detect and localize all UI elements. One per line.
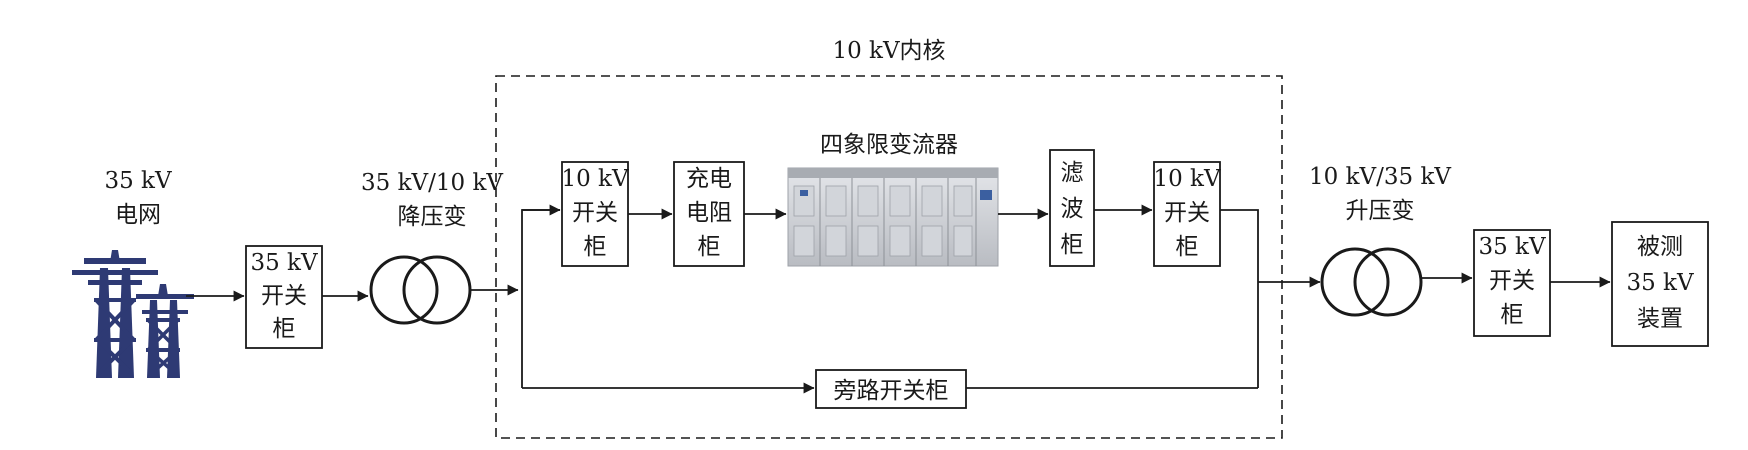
dut-line3: 装置 — [1637, 306, 1683, 332]
switch-35kv-out: 35 kV 开关 柜 — [1473, 229, 1551, 337]
dut-line2: 35 kV — [1626, 270, 1694, 296]
core-right-bus — [1220, 209, 1259, 388]
switch-35kv-in-line2: 开关 — [261, 283, 307, 309]
filter-line1: 滤 — [1061, 160, 1084, 186]
switch-10kv-in-line2: 开关 — [572, 200, 618, 226]
switch-10kv-out: 10 kV 开关 柜 — [1153, 161, 1221, 267]
core-left-bus — [521, 209, 560, 388]
stepup-label-line2: 升压变 — [1346, 198, 1415, 224]
bypass-switch-cabinet: 旁路开关柜 — [815, 369, 967, 409]
core-boundary — [495, 75, 1283, 439]
core-label: 10 kV内核 — [832, 38, 945, 64]
switch-10kv-out-line2: 开关 — [1164, 200, 1210, 226]
stepup-transformer-icon — [1320, 247, 1423, 317]
switch-10kv-in: 10 kV 开关 柜 — [561, 161, 629, 267]
switch-10kv-in-line3: 柜 — [584, 234, 607, 260]
stepdown-label-line2: 降压变 — [398, 204, 467, 230]
grid-label-line1: 35 kV — [104, 168, 172, 194]
switch-35kv-in-line3: 柜 — [273, 316, 296, 342]
bypass-label: 旁路开关柜 — [834, 378, 949, 404]
charge-resistor-line1: 充电 — [686, 166, 732, 192]
switch-35kv-out-line1: 35 kV — [1478, 234, 1546, 260]
switch-35kv-out-line3: 柜 — [1501, 302, 1524, 328]
device-under-test: 被测 35 kV 装置 — [1611, 221, 1709, 347]
stepdown-label-line1: 35 kV/10 kV — [361, 170, 503, 196]
converter-cabinet-icon — [787, 167, 999, 267]
charge-resistor-line2: 电阻 — [686, 200, 732, 226]
switch-10kv-out-line3: 柜 — [1176, 234, 1199, 260]
transmission-tower-icon — [72, 250, 194, 378]
filter-line2: 波 — [1061, 196, 1084, 222]
filter-cabinet: 滤 波 柜 — [1049, 149, 1095, 267]
grid-label-line2: 电网 — [115, 202, 161, 228]
switch-35kv-in: 35 kV 开关 柜 — [245, 245, 323, 349]
converter-label: 四象限变流器 — [820, 132, 958, 158]
dut-line1: 被测 — [1637, 234, 1683, 260]
switch-10kv-out-line1: 10 kV — [1153, 166, 1221, 192]
switch-35kv-out-line2: 开关 — [1489, 268, 1535, 294]
filter-line3: 柜 — [1061, 232, 1084, 258]
stepdown-transformer-icon — [369, 255, 472, 325]
stepup-label-line1: 10 kV/35 kV — [1309, 164, 1451, 190]
charging-resistor-cabinet: 充电 电阻 柜 — [673, 161, 745, 267]
charge-resistor-line3: 柜 — [698, 234, 721, 260]
switch-10kv-in-line1: 10 kV — [561, 166, 629, 192]
switch-35kv-in-line1: 35 kV — [250, 250, 318, 276]
